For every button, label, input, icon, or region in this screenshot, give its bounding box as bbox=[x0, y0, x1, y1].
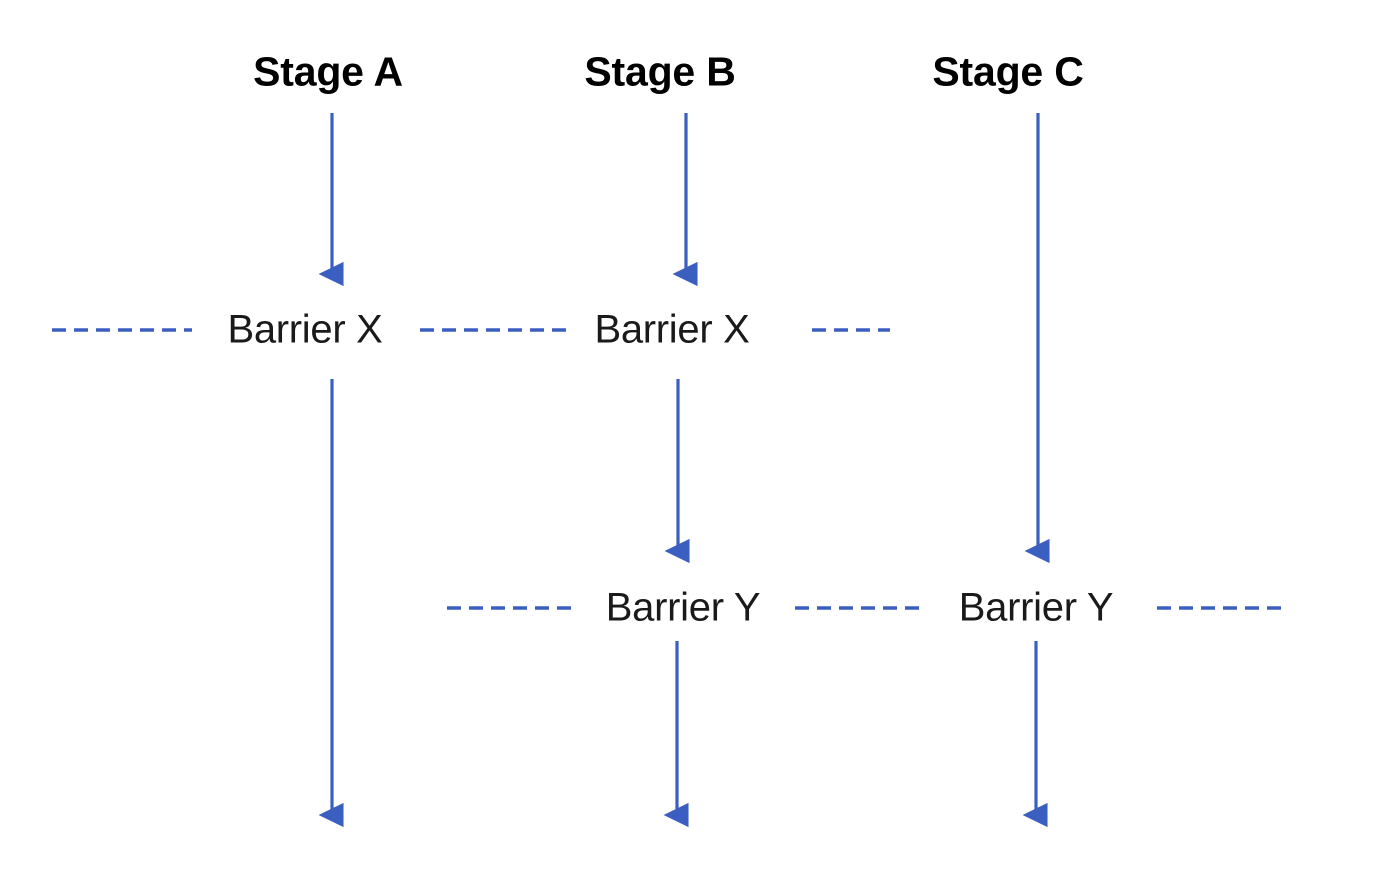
barrier-node-label: Barrier Y bbox=[605, 585, 761, 630]
arrows-group bbox=[318, 113, 1050, 828]
stage-header-b: Stage B bbox=[584, 48, 736, 95]
stage-header-a: Stage A bbox=[253, 48, 403, 95]
barrier-node-label: Barrier X bbox=[594, 307, 750, 352]
stage-header-c: Stage C bbox=[932, 48, 1084, 95]
barrier-node-label: Barrier X bbox=[227, 307, 383, 352]
dashed-connectors-group bbox=[52, 328, 1282, 610]
barrier-node-label: Barrier Y bbox=[958, 585, 1114, 630]
